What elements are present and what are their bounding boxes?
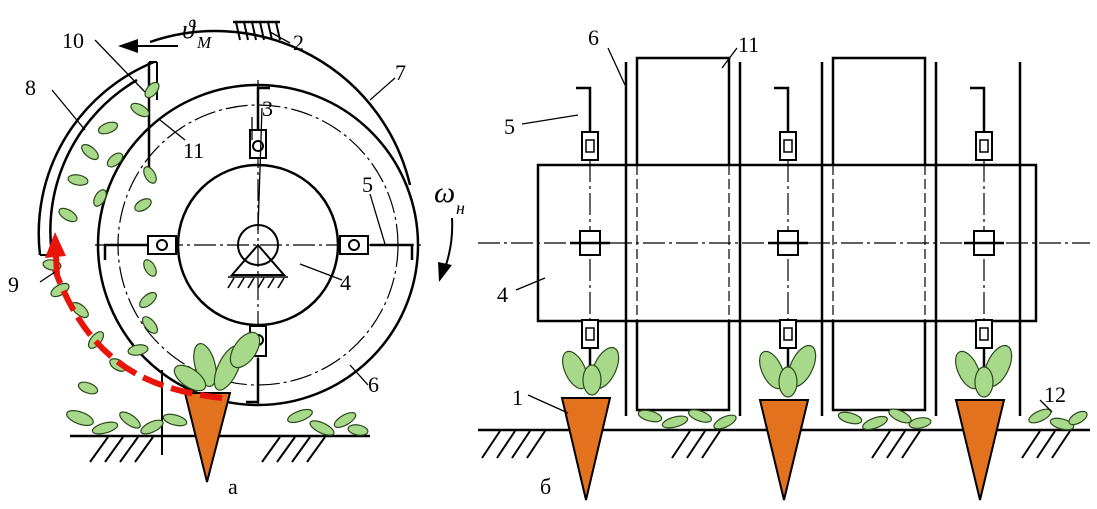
knife-top	[249, 86, 270, 159]
tops-trajectory	[52, 268, 223, 401]
ground-hatch-left	[89, 436, 326, 463]
label-right-5: 5	[504, 114, 515, 139]
carrot-2	[758, 344, 817, 501]
label-right-11: 11	[738, 32, 759, 57]
label-9: 9	[8, 272, 19, 297]
label-7: 7	[395, 60, 406, 85]
label-10: 10	[62, 28, 84, 53]
omega-subscript: н	[456, 198, 465, 218]
label-6: 6	[368, 372, 379, 397]
ground-tops-left	[66, 408, 369, 436]
casing-arc	[149, 29, 412, 186]
trajectory-arrowhead	[45, 232, 66, 258]
leader-lines-right	[515, 47, 1053, 414]
label-12: 12	[1044, 382, 1066, 407]
label-11: 11	[183, 138, 204, 163]
carrot-1	[560, 346, 620, 501]
frame-mount	[233, 20, 281, 41]
knife-left	[103, 235, 177, 260]
outer-guide	[37, 60, 155, 256]
ground-tops-right	[637, 408, 1088, 431]
label-right-4: 4	[497, 282, 508, 307]
knife-right	[339, 235, 414, 260]
ground-hatch-right	[481, 430, 1071, 459]
omega-symbol: ω	[434, 176, 455, 209]
velocity-subscript: M	[196, 33, 212, 52]
inner-guide	[49, 78, 138, 256]
label-3: 3	[262, 96, 273, 121]
leader-lines-left	[39, 31, 396, 386]
carrot-3	[954, 344, 1013, 501]
rotation-arrow	[444, 217, 454, 269]
label-4: 4	[340, 270, 351, 295]
label-8: 8	[25, 75, 36, 100]
label-1: 1	[512, 385, 523, 410]
caption-a: а	[228, 474, 238, 499]
axle-support-hatch	[227, 276, 288, 289]
side-view: ϑ M ω н 10 8 2 7 11 3 5 4 9 6	[8, 15, 465, 499]
label-right-6: 6	[588, 25, 599, 50]
knife-column-1	[570, 86, 610, 385]
front-view: 6 11 5 4 1 12 б	[478, 25, 1090, 501]
velocity-symbol: ϑ	[182, 15, 196, 44]
label-5: 5	[362, 172, 373, 197]
caption-b: б	[540, 474, 551, 499]
carrot-left	[173, 331, 261, 483]
cut-tops-stream	[42, 81, 160, 395]
label-2: 2	[293, 30, 304, 55]
